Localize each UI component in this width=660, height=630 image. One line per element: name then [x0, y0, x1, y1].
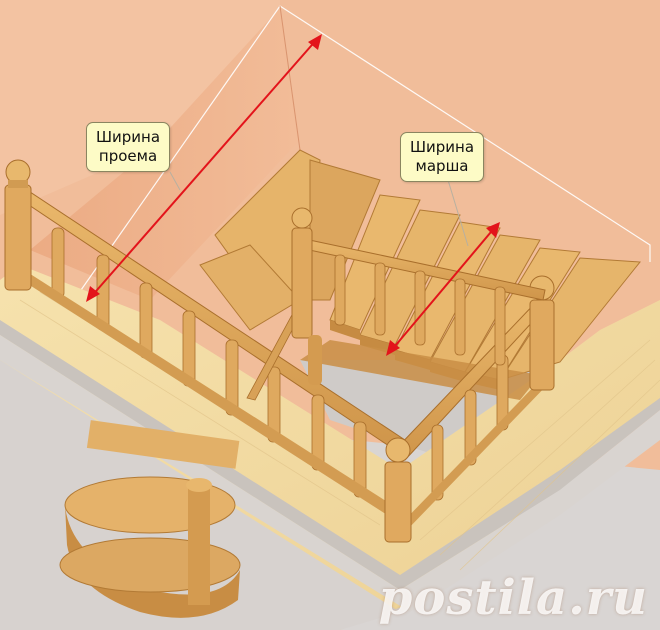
- opening-callout-leader: [169, 171, 181, 191]
- railing-left: [4, 159, 406, 520]
- flight-width-line-1: Ширина: [410, 138, 475, 156]
- lower-steps-front: [59, 420, 241, 618]
- stair-handrail: [246, 207, 546, 401]
- left-wall: [0, 0, 280, 215]
- railing-right: [384, 275, 555, 543]
- opening-width-line-2: проема: [98, 147, 158, 165]
- opening-outline-right: [279, 5, 651, 262]
- opening-width-callout: Ширина проема: [86, 122, 171, 172]
- flight-width-arrow: [386, 222, 500, 356]
- wall-corner: [279, 5, 301, 151]
- flight-width-line-2: марша: [415, 157, 469, 175]
- opening-width-arrow: [86, 34, 322, 302]
- watermark: postila.ru: [378, 570, 648, 626]
- flight-width-callout: Ширина марша: [400, 132, 485, 182]
- flight-callout-leader: [447, 179, 469, 247]
- opening-width-line-1: Ширина: [96, 128, 161, 146]
